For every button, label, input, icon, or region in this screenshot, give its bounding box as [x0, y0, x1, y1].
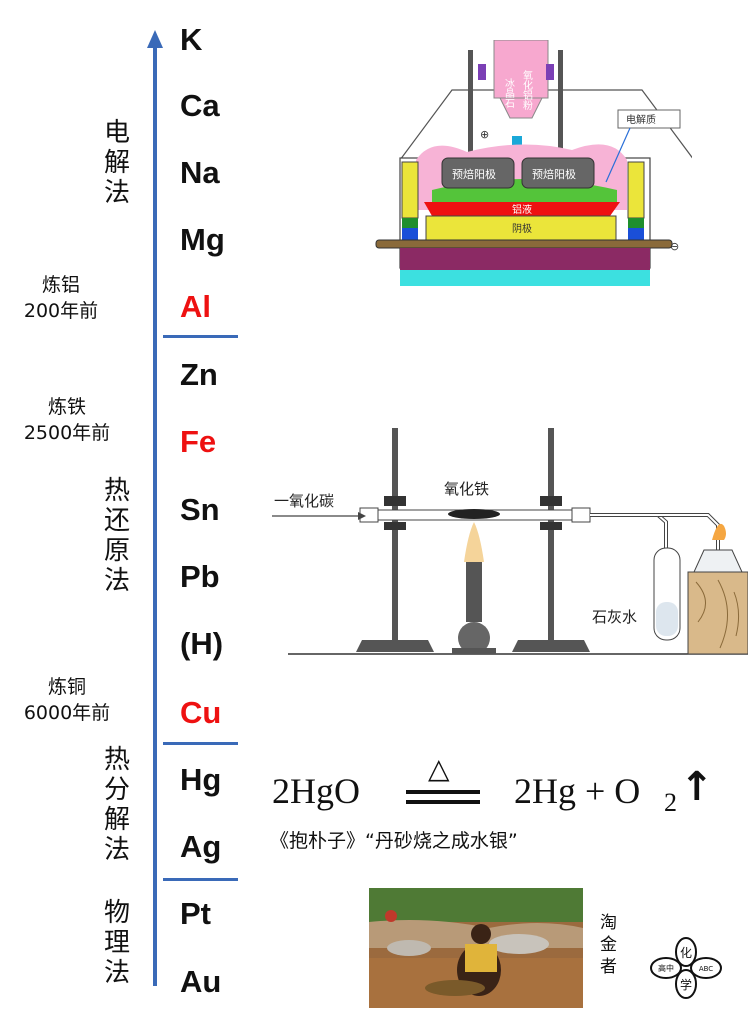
- equals-double-line-lower: [406, 800, 480, 804]
- decomposition-equation: 2HgO △ 2Hg + O 2 ↑: [270, 754, 714, 820]
- equation-rhs: 2Hg + O: [514, 771, 641, 811]
- equation-lhs: 2HgO: [272, 771, 360, 811]
- metal-fe: Fe: [180, 424, 217, 459]
- photo-caption: 淘金者: [600, 913, 617, 977]
- method-thermal-reduction: 热还原法: [103, 476, 130, 596]
- equals-double-line: [406, 790, 480, 794]
- metal-pb: Pb: [180, 559, 220, 594]
- iron-oxide-label: 氧化铁: [444, 480, 489, 498]
- metal-au: Au: [180, 964, 222, 999]
- era-copper: 炼铜 6000年前: [12, 674, 122, 726]
- era-iron-years: 2500年前: [23, 422, 111, 444]
- metal-k: K: [180, 22, 203, 57]
- anode-right-label: 预焙阳极: [532, 167, 576, 181]
- cathode-label: 阴极: [512, 222, 532, 235]
- divider-decomposition-physical: [163, 878, 238, 881]
- metal-pt: Pt: [180, 896, 211, 931]
- era-aluminum-title: 炼铝: [41, 274, 80, 296]
- baopuzi-quote: 《抱朴子》“丹砂烧之成水银”: [270, 830, 518, 852]
- divider-reduction-decomposition: [163, 742, 238, 745]
- metal-al: Al: [180, 289, 211, 324]
- iron-oxide-reduction-apparatus: 一氧化碳 氧化铁 石灰水: [272, 428, 748, 655]
- plus-sign: ⊕: [480, 128, 489, 141]
- heat-symbol: △: [428, 754, 450, 785]
- logo-top-char: 化: [680, 946, 692, 960]
- metal-h: (H): [180, 626, 224, 661]
- logo-bottom-char: 学: [680, 977, 692, 992]
- metal-cu: Cu: [180, 695, 222, 730]
- era-aluminum-years: 200年前: [23, 300, 99, 322]
- chemistry-abc-logo: 化 高中 ABC 学: [650, 937, 722, 999]
- anode-left-label: 预焙阳极: [452, 167, 496, 181]
- method-thermal-decomposition: 热分解法: [103, 745, 130, 865]
- divider-electrolysis-reduction: [163, 335, 238, 338]
- gold-panner-photo: [369, 888, 583, 1008]
- hopper-label-b: 氧化铝粉: [521, 69, 533, 111]
- activity-axis: [147, 30, 163, 986]
- metal-mg: Mg: [180, 222, 225, 257]
- logo-right-text: ABC: [699, 965, 713, 973]
- electrolysis-cell-diagram: 冰晶石 氧化铝粉 ⊕ 预焙阳极 预焙阳极 铝液 阴极 ⊖ 电解质: [375, 40, 692, 286]
- metal-hg: Hg: [180, 762, 222, 797]
- metal-ag: Ag: [180, 829, 222, 864]
- metal-zn: Zn: [180, 357, 218, 392]
- era-copper-years: 6000年前: [23, 702, 111, 724]
- minus-sign: ⊖: [670, 240, 679, 253]
- equation-subscript: 2: [664, 788, 677, 817]
- era-iron: 炼铁 2500年前: [12, 394, 122, 446]
- electrolyte-label: 电解质: [626, 113, 656, 126]
- hopper-label-a: 冰晶石: [503, 77, 515, 108]
- metal-na: Na: [180, 155, 220, 190]
- metal-ca: Ca: [180, 88, 220, 123]
- method-electrolysis: 电解法: [103, 118, 130, 208]
- era-iron-title: 炼铁: [47, 396, 86, 418]
- limewater-label: 石灰水: [592, 608, 637, 626]
- logo-left-text: 高中: [658, 963, 674, 973]
- gas-arrow: ↑: [680, 764, 714, 810]
- era-aluminum: 炼铝 200年前: [6, 272, 116, 324]
- molten-aluminum-label: 铝液: [512, 203, 532, 216]
- era-copper-title: 炼铜: [47, 676, 86, 698]
- metal-sn: Sn: [180, 492, 220, 527]
- carbon-monoxide-label: 一氧化碳: [274, 492, 334, 510]
- method-physical: 物理法: [103, 898, 130, 988]
